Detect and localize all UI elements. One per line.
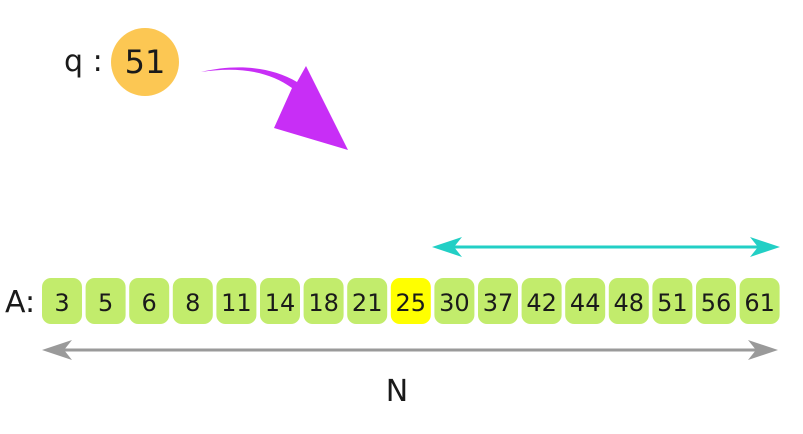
array-cell: 21 xyxy=(347,278,388,324)
array-cell: 8 xyxy=(172,278,213,324)
array-cell-box xyxy=(172,278,213,324)
array-cell: 48 xyxy=(608,278,649,324)
array-cell-value: 6 xyxy=(142,289,157,317)
query-label: q : xyxy=(64,44,103,79)
array-cell-box xyxy=(260,278,300,324)
array-cell-value: 8 xyxy=(185,289,200,317)
array-cell: 18 xyxy=(303,278,344,324)
array-cell-box-highlight xyxy=(390,278,431,324)
curved-arrow-icon xyxy=(201,66,348,150)
array-cell-value: 25 xyxy=(396,289,427,317)
range-arrow-right-head-icon xyxy=(750,237,780,257)
array-cell-box xyxy=(347,278,388,324)
array-cell-box xyxy=(565,278,606,324)
array-label: A: xyxy=(5,285,35,320)
array-cell: 37 xyxy=(478,278,518,324)
array-cell: 6 xyxy=(129,278,170,324)
array-cell-value: 42 xyxy=(526,289,557,317)
array-cell: 11 xyxy=(216,278,257,324)
array-cell-box xyxy=(739,278,780,324)
array-cell: 42 xyxy=(521,278,562,324)
array-cell-box xyxy=(608,278,649,324)
array-cell-value: 3 xyxy=(54,289,69,317)
array-cell: 5 xyxy=(85,278,126,324)
query-value: 51 xyxy=(125,43,166,81)
array-cell-value: 61 xyxy=(744,289,775,317)
array-cell-value: 14 xyxy=(265,289,296,317)
range-arrow-left-head-icon xyxy=(432,237,462,257)
array-cell-box xyxy=(652,278,693,324)
array-cell-value: 56 xyxy=(701,289,732,317)
array-cell: 51 xyxy=(652,278,693,324)
array-cell-box xyxy=(521,278,562,324)
array-cell-value: 37 xyxy=(483,289,514,317)
query-circle xyxy=(111,28,179,96)
array-cell-box xyxy=(434,278,475,324)
array-cell-value: 48 xyxy=(614,289,645,317)
array-cell: 3 xyxy=(42,278,82,324)
length-label: N xyxy=(386,374,408,409)
array-cell-value: 5 xyxy=(98,289,113,317)
array-cell: 61 xyxy=(739,278,780,324)
length-arrow xyxy=(42,340,778,360)
array-cell-box xyxy=(129,278,170,324)
array-cell-box xyxy=(696,278,736,324)
array-cell-value: 21 xyxy=(352,289,383,317)
array-cell: 30 xyxy=(434,278,475,324)
array-cell-box xyxy=(85,278,126,324)
array-cell: 56 xyxy=(696,278,736,324)
array-cell-value: 44 xyxy=(570,289,601,317)
array-cell-box xyxy=(303,278,344,324)
length-arrow-left-head-icon xyxy=(42,340,72,360)
array-cell-box xyxy=(42,278,82,324)
array-cell-box xyxy=(478,278,518,324)
array-cell-value: 51 xyxy=(657,289,688,317)
array-cell-value: 18 xyxy=(308,289,339,317)
array-cell: 44 xyxy=(565,278,606,324)
array-cell: 25 xyxy=(390,278,431,324)
length-arrow-right-head-icon xyxy=(748,340,778,360)
search-range-arrow xyxy=(432,237,780,257)
array-cell-value: 11 xyxy=(221,289,252,317)
array-cell-value: 30 xyxy=(439,289,470,317)
array-cell: 14 xyxy=(260,278,300,324)
array-cell-box xyxy=(216,278,257,324)
